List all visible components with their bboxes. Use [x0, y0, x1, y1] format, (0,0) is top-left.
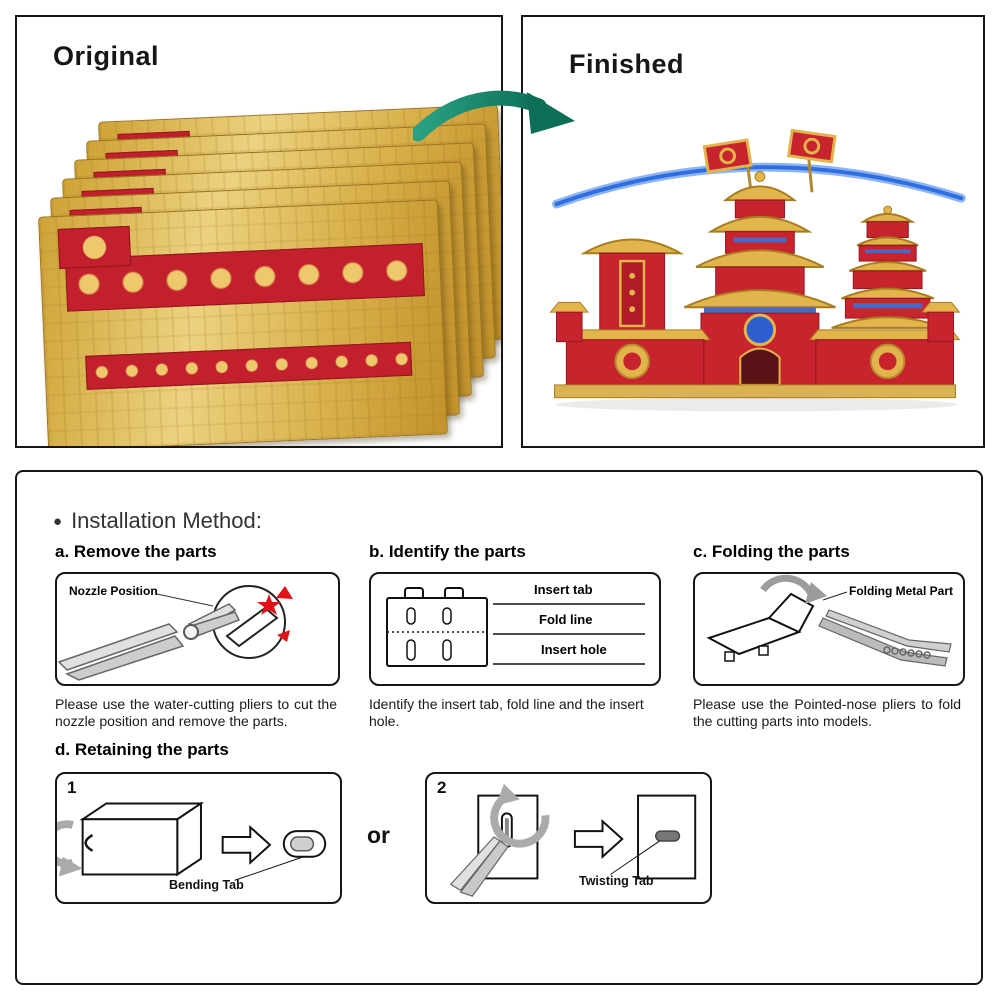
bending-tab-label: Bending Tab — [169, 878, 244, 892]
arrow-icon — [413, 90, 575, 142]
installation-method-text: Installation Method: — [71, 508, 262, 533]
step-number: 2 — [437, 778, 447, 797]
remove-parts-diagram: Nozzle Position — [55, 572, 340, 686]
step-d-title: d. Retaining the parts — [55, 740, 229, 759]
step-b-caption: Identify the insert tab, fold line and t… — [369, 696, 644, 730]
original-title: Original — [53, 41, 160, 71]
folding-parts-diagram: Folding Metal Part — [693, 572, 965, 686]
sheet-red-section — [57, 225, 132, 269]
step-number: 1 — [67, 778, 77, 797]
metal-sheet — [38, 199, 448, 446]
step-c-caption: Please use the Pointed-nose pliers to fo… — [693, 696, 961, 730]
step-a-title: a. Remove the parts — [55, 542, 217, 561]
bending-tab-diagram: 1 Bending Tab — [55, 772, 342, 904]
folding-metal-part-label: Folding Metal Part — [848, 584, 953, 598]
identify-parts-diagram: Insert tab Fold line Insert hole — [369, 572, 661, 686]
step-b-title: b. Identify the parts — [369, 542, 526, 561]
finished-title: Finished — [569, 49, 685, 79]
finished-panel: Finished — [521, 15, 985, 448]
bullet-icon: ● — [53, 513, 63, 530]
cutting-pliers-illustration — [57, 585, 293, 681]
part-diagram-illustration — [386, 587, 645, 667]
insert-tab-label: Insert tab — [534, 582, 593, 597]
original-panel: Original — [15, 15, 503, 448]
or-label: or — [367, 822, 390, 848]
fold-line-label: Fold line — [539, 612, 593, 627]
metal-sheet-stack — [31, 104, 501, 446]
nozzle-position-label: Nozzle Position — [69, 584, 158, 598]
installation-method-panel: ● Installation Method: a. Remove the part… — [15, 470, 983, 985]
installation-method-heading: ● Installation Method: — [53, 508, 262, 534]
finished-model-illustration — [549, 128, 966, 412]
twisting-tab-diagram: 2 Twisting Tab — [425, 772, 712, 904]
twisting-tab-label: Twisting Tab — [579, 874, 654, 888]
twisting-tab-illustration — [449, 783, 697, 897]
step-c-title: c. Folding the parts — [693, 542, 850, 561]
bending-tab-illustration — [57, 801, 327, 881]
insert-hole-label: Insert hole — [541, 642, 607, 657]
folding-pliers-illustration — [706, 574, 952, 667]
step-a-caption: Please use the water-cutting pliers to c… — [55, 696, 337, 730]
